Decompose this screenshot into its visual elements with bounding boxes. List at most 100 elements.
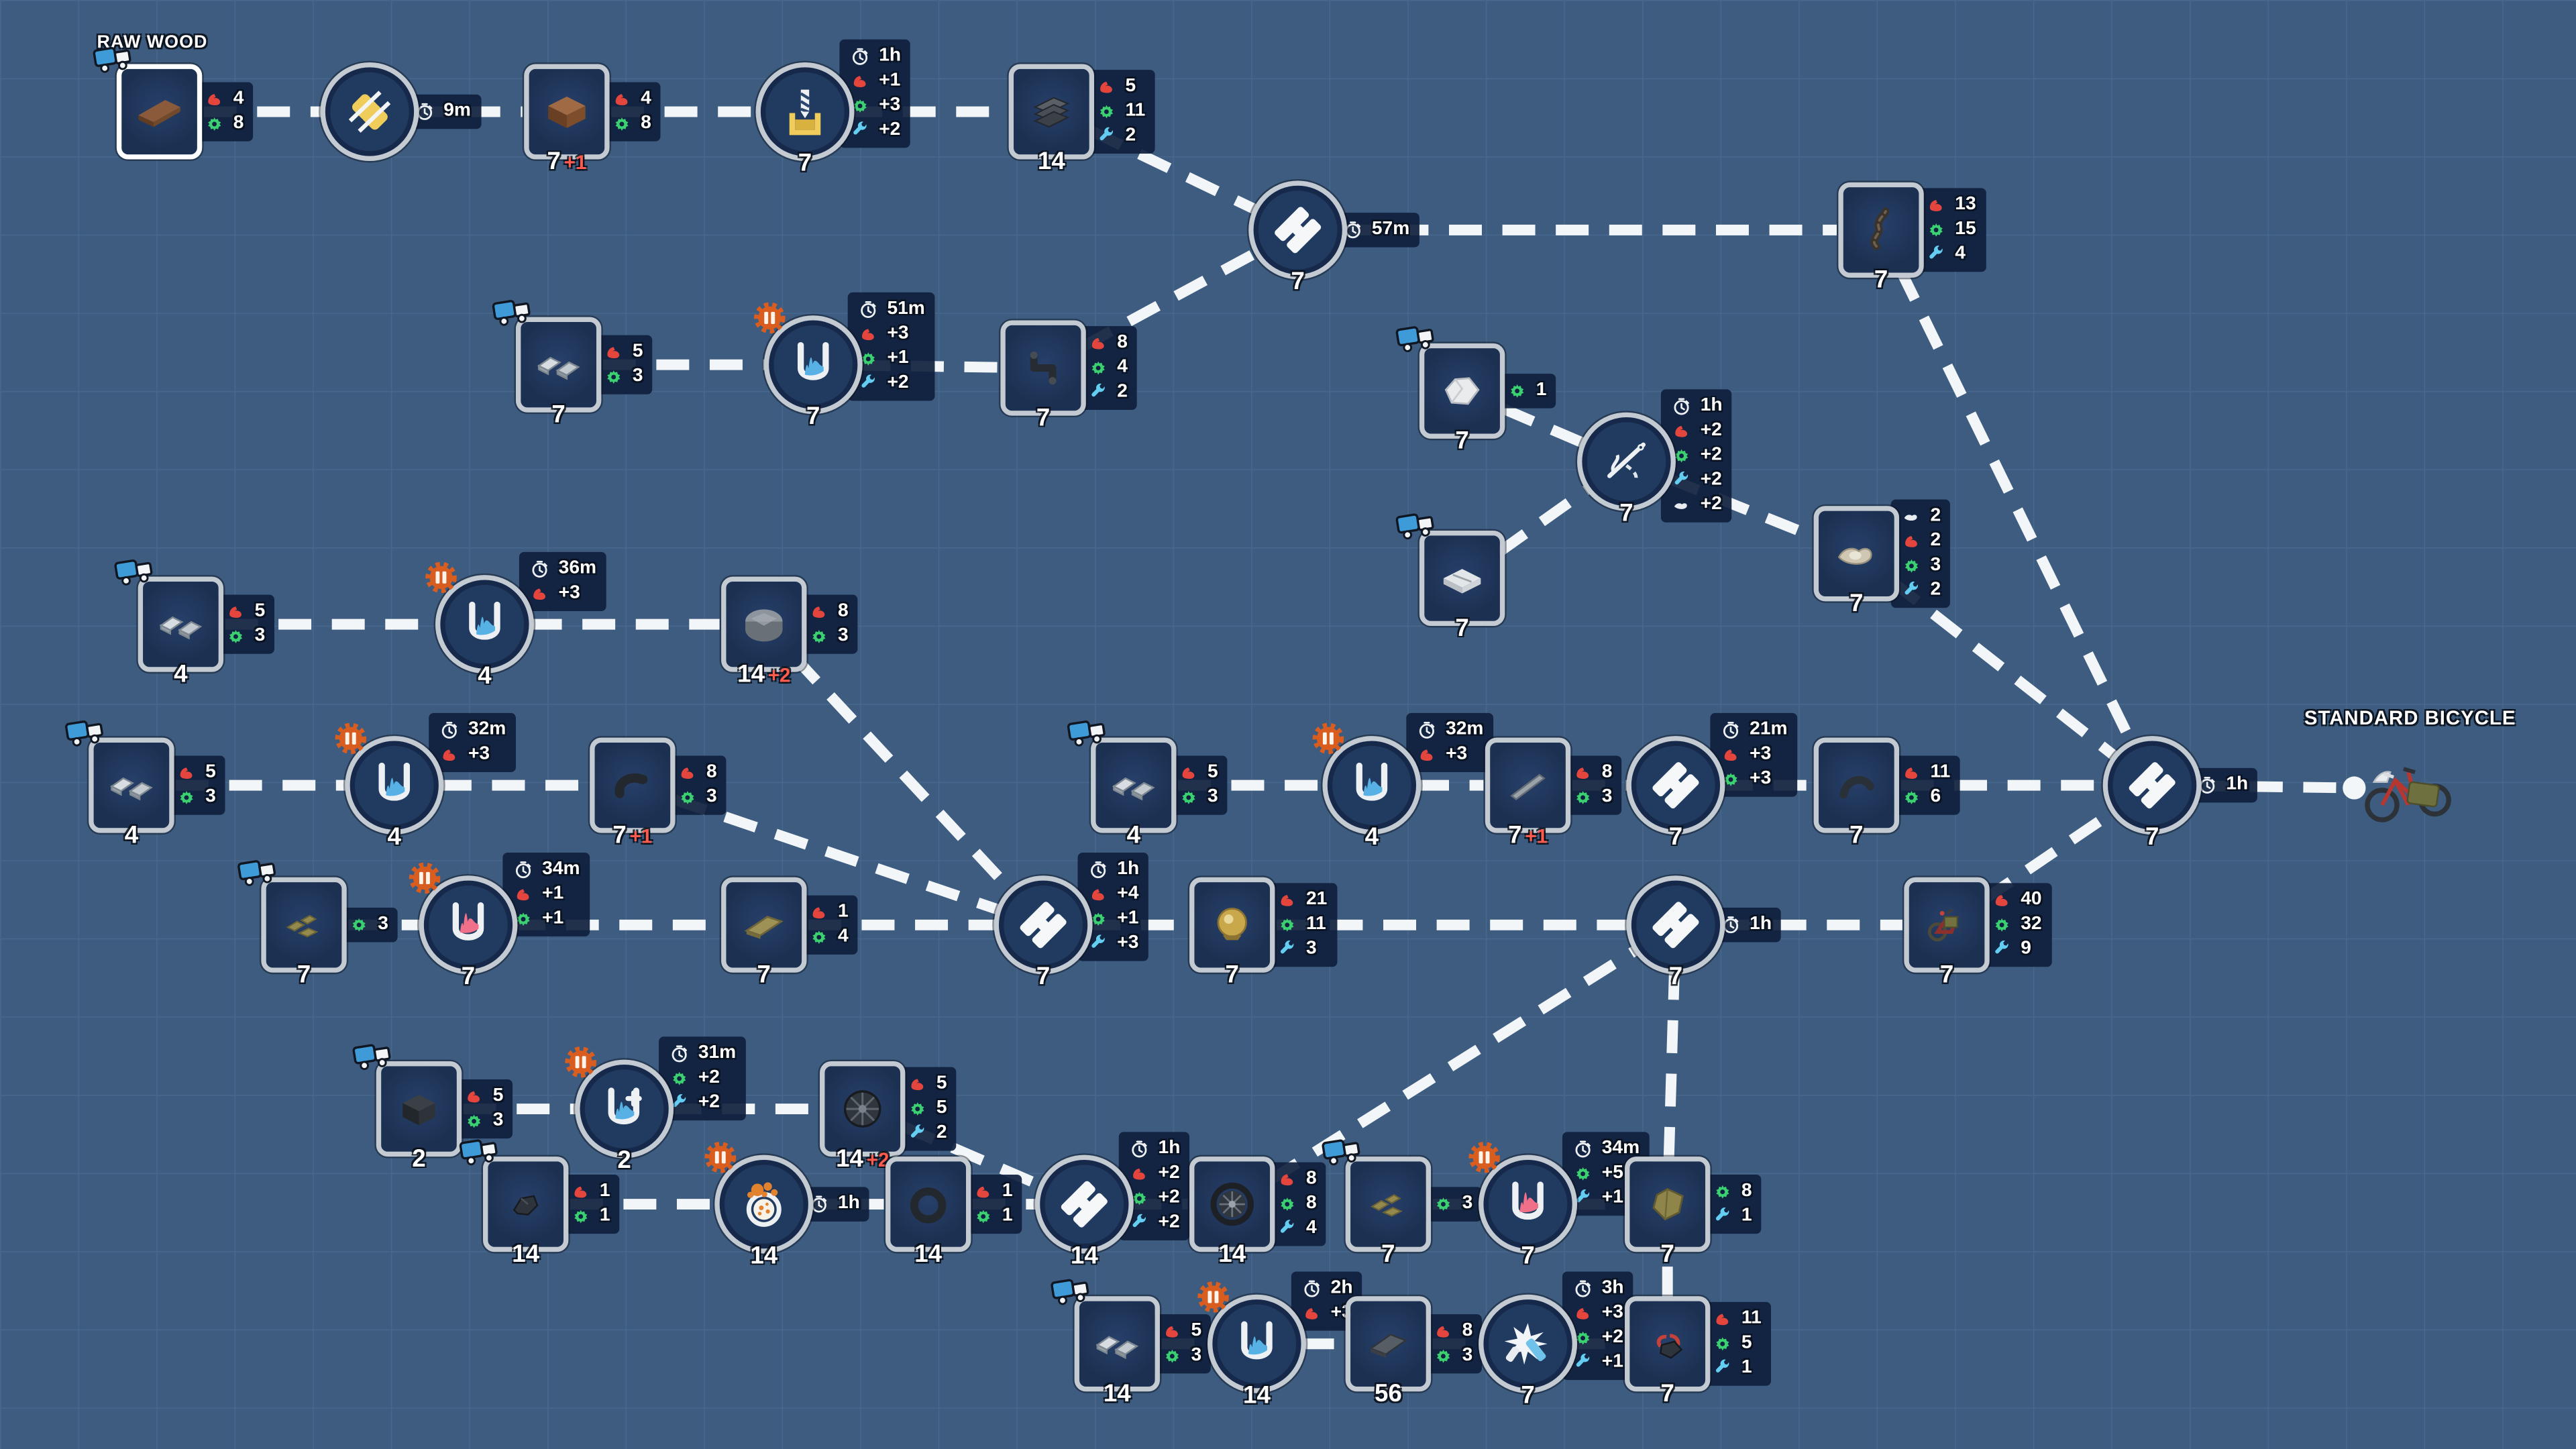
assembler-node[interactable] — [994, 875, 1093, 975]
item-tile[interactable] — [721, 576, 807, 672]
machine-node[interactable] — [1479, 1155, 1578, 1254]
item-tile[interactable] — [820, 1061, 906, 1157]
item-tile[interactable] — [721, 877, 807, 973]
item-tile[interactable] — [1345, 1157, 1432, 1252]
node-saw[interactable]: 9m — [320, 62, 481, 162]
item-tile[interactable] — [885, 1157, 971, 1252]
item-tile[interactable] — [1419, 531, 1505, 627]
item-tile[interactable] — [1813, 737, 1900, 833]
machine-node[interactable] — [714, 1155, 814, 1254]
item-tile[interactable] — [1625, 1157, 1711, 1252]
item-tile[interactable] — [483, 1157, 569, 1252]
assembler-node[interactable] — [1248, 180, 1348, 280]
machine-node[interactable] — [763, 315, 863, 415]
item-tile[interactable] — [1813, 506, 1900, 602]
node-fabric[interactable]: 7 — [1395, 513, 1505, 643]
machine-node[interactable] — [1208, 1294, 1306, 1393]
machine-node[interactable] — [1322, 736, 1421, 835]
machine-node[interactable] — [320, 62, 419, 162]
item-tile[interactable] — [261, 877, 347, 973]
machine-node[interactable] — [419, 875, 518, 975]
item-tile[interactable] — [376, 1061, 462, 1157]
item-tile[interactable] — [1838, 182, 1924, 278]
item-tile[interactable] — [1074, 1296, 1160, 1392]
machine-node[interactable] — [575, 1059, 674, 1159]
item-tile[interactable] — [590, 737, 676, 833]
machine-node[interactable] — [755, 62, 855, 162]
item-tile[interactable] — [1189, 1157, 1275, 1252]
item-tile[interactable] — [1000, 320, 1086, 416]
item-tile[interactable] — [524, 64, 610, 160]
machine-node[interactable] — [1479, 1294, 1578, 1393]
item-tile[interactable] — [1008, 64, 1095, 160]
item-tile[interactable] — [515, 317, 602, 413]
machine-node[interactable] — [1577, 412, 1676, 511]
item-tile[interactable] — [1345, 1296, 1432, 1392]
assembler-node[interactable] — [1626, 736, 1725, 835]
item-tile[interactable] — [1419, 343, 1505, 439]
item-tile[interactable] — [89, 737, 174, 833]
item-tile[interactable] — [138, 576, 224, 672]
item-tile[interactable] — [1091, 737, 1177, 833]
machine-node[interactable] — [345, 736, 444, 835]
item-tile[interactable] — [1625, 1296, 1711, 1392]
item-tile[interactable] — [1189, 877, 1275, 973]
assembler-node[interactable] — [1626, 875, 1725, 975]
item-tile[interactable] — [1904, 877, 1990, 973]
machine-node[interactable] — [435, 575, 534, 674]
assembler-node[interactable] — [1034, 1155, 1134, 1254]
item-tile[interactable] — [1485, 737, 1571, 833]
assembler-node[interactable] — [2102, 736, 2202, 835]
node-bike[interactable]: STANDARD BICYCLE — [2304, 706, 2515, 828]
item-tile[interactable] — [116, 64, 203, 160]
